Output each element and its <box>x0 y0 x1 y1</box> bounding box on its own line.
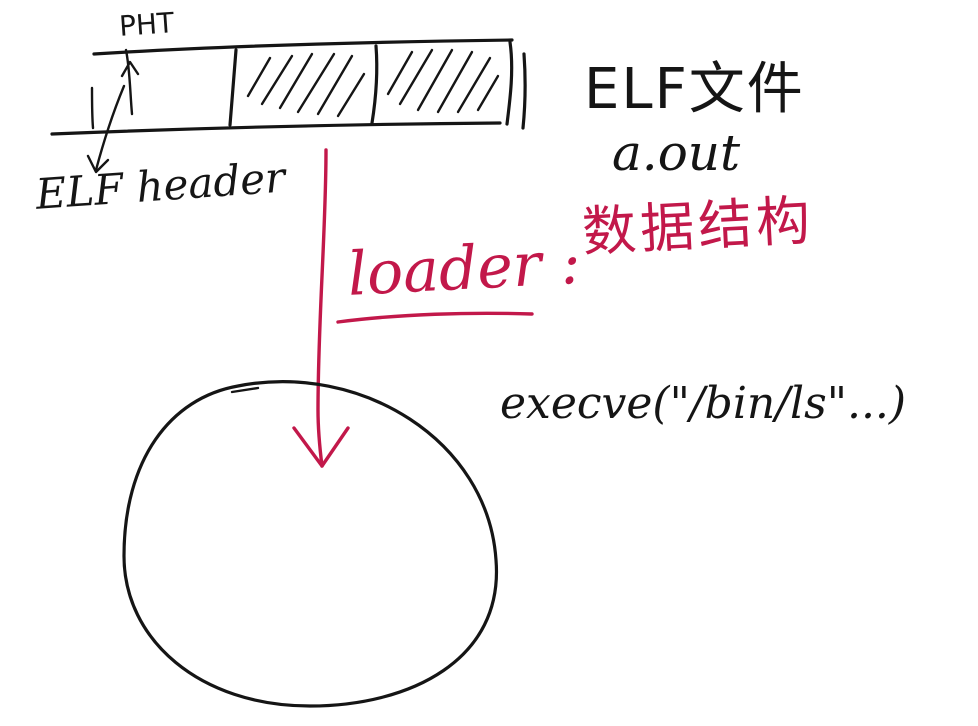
bar-divider-2 <box>370 44 379 125</box>
pht-label: PHT <box>118 6 176 43</box>
bar-right-tick <box>521 52 527 130</box>
bar-top-line <box>92 38 514 56</box>
pht-pointer <box>120 48 140 116</box>
elf-file-label: ELF文件 <box>584 57 805 122</box>
bar-divider-1 <box>228 48 238 127</box>
circle-start-mark <box>230 386 260 394</box>
process-circle <box>122 380 499 708</box>
bar-right-edge <box>505 40 514 126</box>
header-tick <box>90 86 95 130</box>
bar-bottom-line <box>50 121 502 136</box>
aout-label: a.out <box>612 124 741 182</box>
hatched-segment-1 <box>246 52 366 118</box>
data-structure-label: 数据结构 <box>580 188 816 264</box>
loader-label: loader : <box>346 227 583 310</box>
elf-file-bar <box>50 38 527 136</box>
elf-header-arrow <box>86 84 126 174</box>
loader-arrow <box>292 148 350 468</box>
loader-underline <box>336 311 534 324</box>
execve-label: execve("/bin/ls"...) <box>500 378 907 429</box>
hatched-segment-2 <box>386 48 500 114</box>
